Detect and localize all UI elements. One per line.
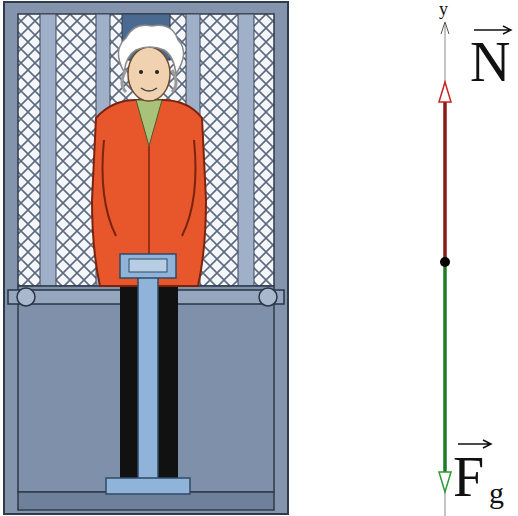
elevator-cage xyxy=(4,2,288,514)
free-body-diagram xyxy=(439,22,511,516)
vector-label: F xyxy=(453,449,484,505)
man-figure xyxy=(92,25,206,488)
vector-label: N xyxy=(470,34,510,90)
weighing-scale xyxy=(106,254,190,494)
axis-label: y xyxy=(439,0,448,18)
subscript-label: g xyxy=(489,478,504,508)
